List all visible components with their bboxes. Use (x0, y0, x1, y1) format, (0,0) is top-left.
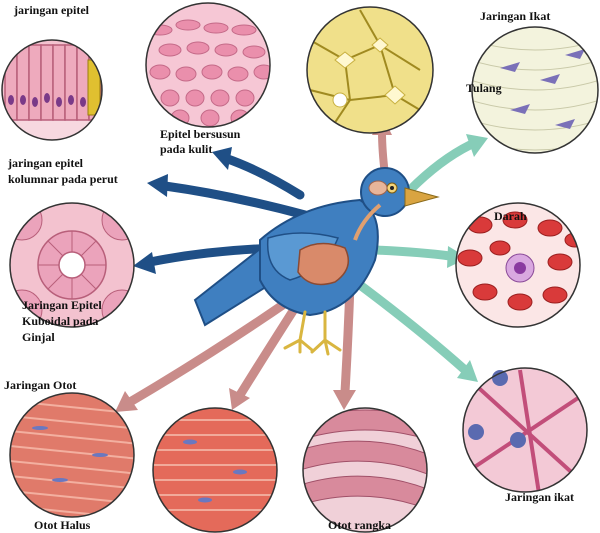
label-tulang: Tulang (466, 81, 502, 95)
label-jaringan-ikat-top: Jaringan Ikat (480, 9, 551, 23)
circle-skeletal-muscle (302, 407, 428, 533)
circle-blood (455, 202, 581, 328)
bird-leg-left (283, 310, 314, 354)
circle-columnar-epithelium (1, 39, 103, 141)
bird-illustration (193, 167, 440, 356)
circle-stratified-epithelium (145, 2, 271, 128)
circle-nerve-tissue (306, 6, 434, 134)
label-jaringan-epitel: jaringan epitel (14, 3, 89, 17)
bird-brain (368, 180, 388, 196)
label-jaringan-otot: Jaringan Otot (4, 378, 77, 392)
circle-cardiac-muscle (152, 407, 278, 533)
bird-organs (297, 242, 350, 286)
label-darah: Darah (494, 209, 527, 223)
arrow-to-blood (370, 245, 455, 261)
arrow-to-columnar-epithelium (160, 181, 310, 220)
arrow-to-smooth-muscle (125, 295, 295, 407)
circle-connective-tissue (462, 367, 588, 493)
label-otot-rangka: Otot rangka (328, 518, 391, 532)
arrow-to-connective-tissue (355, 280, 470, 375)
label-kuboidal-line3: Ginjal (22, 330, 55, 344)
label-otot-halus: Otot Halus (34, 518, 91, 532)
label-epitel-bersusun: Epitel bersusun (160, 127, 241, 141)
arrow-to-skin-epithelium (220, 153, 305, 200)
label-jaringan-ikat-bottom: Jaringan ikat (505, 490, 575, 504)
label-epitel-bersusun-line2: pada kulit (160, 142, 213, 156)
bird-beak (404, 187, 440, 207)
label-kuboidal-line2: Kuboidal pada (22, 314, 99, 328)
label-kuboidal: Jaringan Epitel (22, 298, 102, 312)
label-kolumnar: jaringan epitel (8, 156, 83, 170)
circle-smooth-muscle (9, 392, 135, 518)
label-kolumnar-line2: kolumnar pada perut (8, 172, 118, 186)
bird-leg-right (310, 310, 342, 356)
arrow-to-bone (405, 140, 475, 195)
